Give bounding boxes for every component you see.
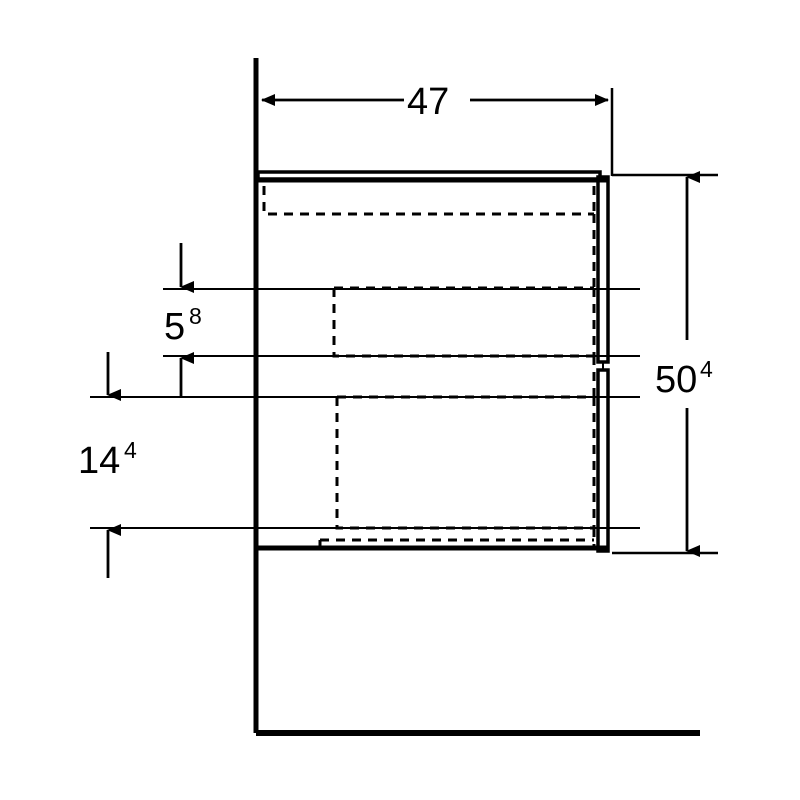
- cabinet-lower-door-front: [596, 368, 610, 553]
- dimension-lower-drawer-extension-lines: [90, 396, 640, 529]
- dimension-upper-drawer-extension-lines: [163, 288, 640, 357]
- dimension-lower-drawer-label: 14: [78, 440, 120, 482]
- dimension-total-height-extension-lines: [612, 173, 718, 555]
- dimension-upper-drawer-superscript: 8: [189, 303, 202, 329]
- dimension-width-label: 47: [407, 81, 449, 123]
- hidden-interior-drawers: [262, 186, 596, 548]
- dimension-lower-drawer-superscript: 4: [124, 437, 137, 463]
- dimension-total-height-label: 50: [655, 359, 697, 401]
- cabinet-body-outline: [258, 177, 608, 551]
- cabinet-upper-door-front: [596, 175, 610, 364]
- dimension-total-height-superscript: 4: [700, 356, 713, 382]
- dimension-upper-drawer-label-group: 5 8: [164, 303, 202, 348]
- dimension-total-height-label-group: 50 4: [655, 356, 713, 401]
- dimension-lower-drawer-label-group: 14 4: [78, 437, 137, 482]
- dimension-upper-drawer-label: 5: [164, 306, 185, 348]
